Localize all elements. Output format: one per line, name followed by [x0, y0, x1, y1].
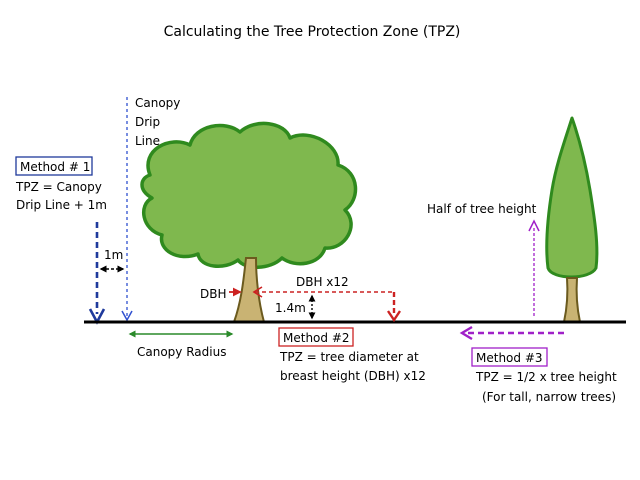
- method2-formula-1: TPZ = tree diameter at: [279, 350, 419, 364]
- method3-formula-2: (For tall, narrow trees): [482, 390, 616, 404]
- canopy-radius-label: Canopy Radius: [137, 345, 226, 359]
- drip-line-arrowhead: [121, 310, 133, 322]
- method3-box: [471, 347, 548, 367]
- method1-formula-2: Drip Line + 1m: [16, 198, 107, 212]
- height-1-4m-label: 1.4m: [275, 301, 306, 315]
- dbh-x12-left-arrowhead: [252, 286, 263, 298]
- drip-line-label-3: Line: [135, 134, 160, 148]
- method3-arrowhead: [459, 325, 473, 341]
- dbh-x12-down-arrowhead: [387, 310, 401, 323]
- half-tree-height-label: Half of tree height: [427, 202, 537, 216]
- big-tree-canopy: [140, 121, 358, 269]
- drip-line-label-1: Canopy: [135, 96, 180, 110]
- method1-formula-1: TPZ = Canopy: [15, 180, 102, 194]
- method1-arrowhead: [88, 308, 106, 325]
- dbh-label: DBH: [200, 287, 227, 301]
- method2-box: [278, 327, 354, 347]
- method1-box: [15, 156, 93, 176]
- half-height-arrowhead: [528, 219, 540, 232]
- one-m-label: 1m: [104, 248, 123, 262]
- tall-tree-trunk: [562, 277, 582, 323]
- tall-tree-canopy: [545, 116, 599, 279]
- method2-formula-2: breast height (DBH) x12: [280, 369, 426, 383]
- diagram-title: Calculating the Tree Protection Zone (TP…: [164, 24, 461, 40]
- method3-formula-1: TPZ = 1/2 x tree height: [475, 370, 617, 384]
- method3-heading: Method #3: [476, 351, 543, 365]
- drip-line-label-2: Drip: [135, 115, 160, 129]
- dbh-x12-label: DBH x12: [296, 275, 349, 289]
- method2-heading: Method #2: [283, 331, 350, 345]
- method1-heading: Method # 1: [20, 160, 90, 174]
